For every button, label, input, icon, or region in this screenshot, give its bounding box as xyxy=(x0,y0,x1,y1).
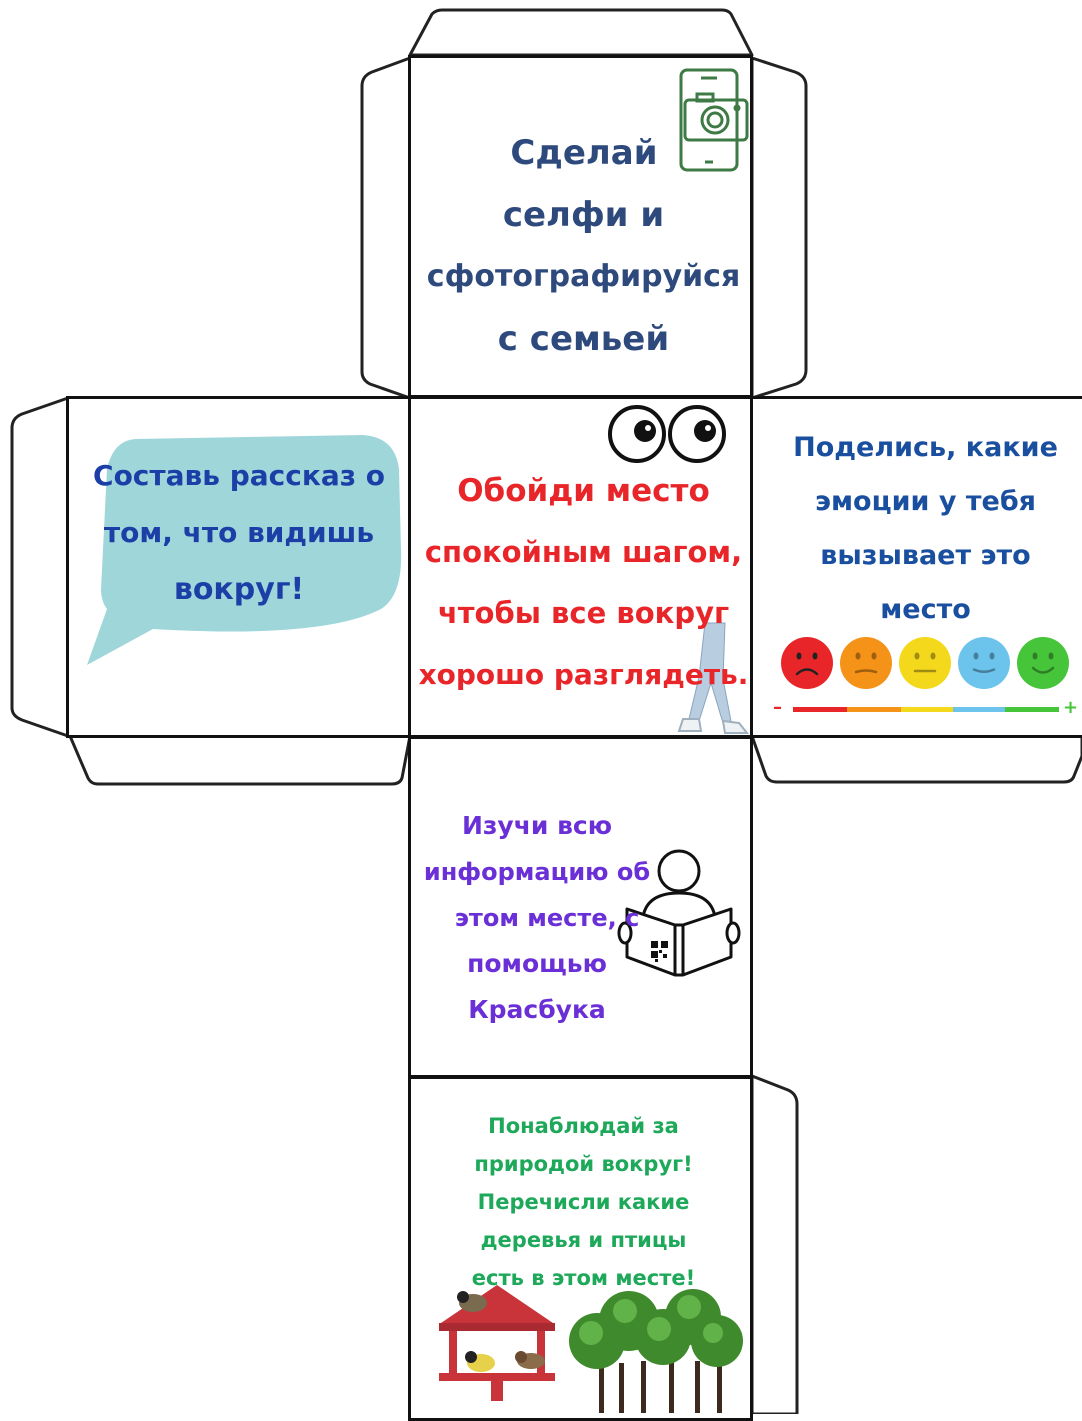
eyes-icon xyxy=(608,405,726,463)
emotions-text: Поделись, какие эмоции у тебя вызывает э… xyxy=(753,421,1082,637)
scale-plus-label: + xyxy=(1063,697,1079,718)
scale-minus-label: – xyxy=(773,697,782,718)
study-line-1: Изучи всю xyxy=(461,811,613,840)
qr-code-icon xyxy=(651,941,668,962)
story-line-3: вокруг! xyxy=(173,572,305,607)
emotions-line-2: эмоции у тебя xyxy=(814,486,1037,517)
study-line-5: Красбука xyxy=(468,995,606,1024)
nature-line-1: Понаблюдай за xyxy=(488,1114,679,1138)
selfie-line-2: селфи и xyxy=(502,195,665,235)
selfie-line-3: сфотографируйся xyxy=(426,259,741,294)
study-line-3: этом месте, с xyxy=(454,904,640,932)
trees-icon xyxy=(569,1289,743,1413)
emotion-scale xyxy=(781,637,1069,712)
bird-feeder-icon xyxy=(439,1285,555,1401)
happy-face-icon xyxy=(1017,637,1069,689)
emotions-line-4: место xyxy=(880,594,971,625)
walk-line-2: спокойным шагом, xyxy=(424,535,743,569)
emotions-line-1: Поделись, какие xyxy=(793,432,1058,463)
phone-camera-icon xyxy=(679,68,749,172)
study-line-2: информацию об xyxy=(423,858,651,886)
study-line-4: помощью xyxy=(467,949,607,978)
walking-legs-icon xyxy=(677,622,750,734)
neutral-face-icon xyxy=(899,637,951,689)
sad-face-icon xyxy=(781,637,833,689)
bird-icon xyxy=(457,1291,545,1372)
content-face-icon xyxy=(958,637,1010,689)
study-text: Изучи всю информацию об этом месте, с по… xyxy=(411,803,663,1033)
nature-text: Понаблюдай за природой вокруг! Перечисли… xyxy=(411,1107,756,1297)
emotions-line-3: вызывает это xyxy=(820,540,1031,571)
walk-line-4: хорошо разглядеть. xyxy=(418,658,749,691)
face-study: Изучи всю информацию об этом месте, с по… xyxy=(408,736,753,1078)
nature-line-2: природой вокруг! xyxy=(474,1152,693,1176)
face-selfie: Сделай селфи и сфотографируйся с семьей xyxy=(408,55,753,398)
walk-text: Обойди место спокойным шагом, чтобы все … xyxy=(411,461,756,705)
face-emotions: Поделись, какие эмоции у тебя вызывает э… xyxy=(750,396,1082,738)
nature-line-3: Перечисли какие xyxy=(477,1190,690,1214)
selfie-line-1: Сделай xyxy=(510,133,658,173)
walk-line-1: Обойди место xyxy=(457,473,710,509)
walk-line-3: чтобы все вокруг xyxy=(437,596,730,630)
selfie-text: Сделай селфи и сфотографируйся с семьей xyxy=(411,122,756,370)
nature-line-4: деревья и птицы xyxy=(480,1228,687,1252)
face-nature: Понаблюдай за природой вокруг! Перечисли… xyxy=(408,1076,753,1421)
face-story: Составь рассказ о том, что видишь вокруг… xyxy=(66,396,411,738)
unhappy-face-icon xyxy=(840,637,892,689)
face-walk: Обойди место спокойным шагом, чтобы все … xyxy=(408,396,753,738)
selfie-line-4: с семьей xyxy=(497,319,670,359)
story-line-1: Составь рассказ о xyxy=(93,459,385,492)
reading-person-icon xyxy=(617,849,741,977)
speech-bubble xyxy=(87,435,402,665)
story-line-2: том, что видишь xyxy=(103,516,375,549)
story-text: Составь рассказ о том, что видишь вокруг… xyxy=(89,447,389,618)
nature-line-5: есть в этом месте! xyxy=(471,1266,696,1290)
